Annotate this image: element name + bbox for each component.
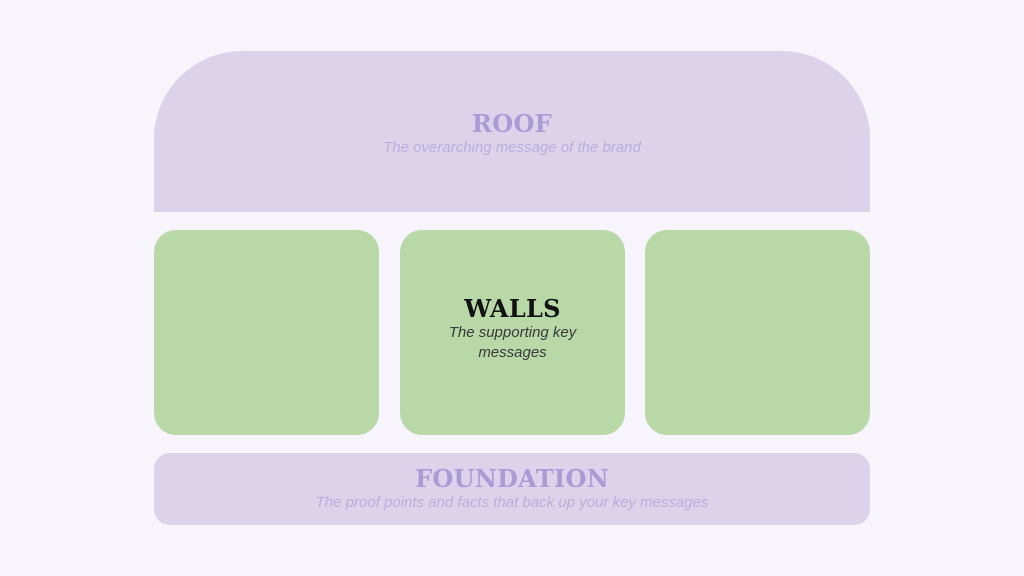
walls-subtitle: The supporting key messages bbox=[448, 323, 577, 361]
walls-title: WALLS bbox=[464, 293, 561, 323]
foundation-subtitle: The proof points and facts that back up … bbox=[315, 494, 709, 511]
wall-block-center: WALLS The supporting key messages bbox=[400, 230, 625, 435]
wall-block-left bbox=[154, 230, 379, 435]
roof-subtitle: The overarching message of the brand bbox=[383, 138, 641, 156]
foundation-block: FOUNDATION The proof points and facts th… bbox=[154, 453, 870, 525]
foundation-title: FOUNDATION bbox=[415, 464, 609, 493]
wall-block-right bbox=[645, 230, 870, 435]
roof-block: ROOF The overarching message of the bran… bbox=[154, 51, 870, 212]
roof-title: ROOF bbox=[472, 108, 552, 138]
